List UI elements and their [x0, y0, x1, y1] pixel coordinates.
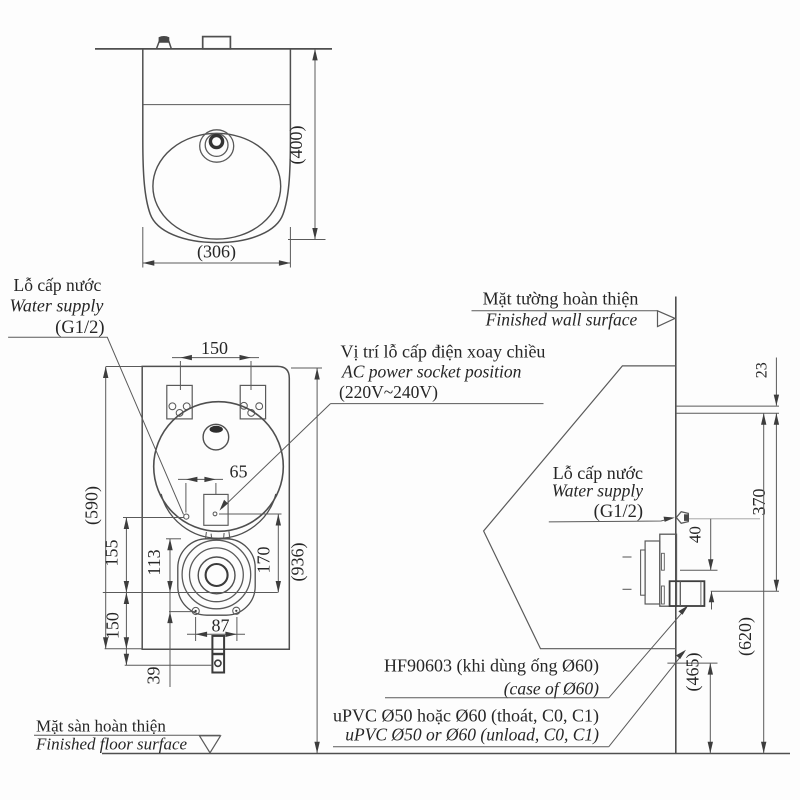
svg-text:(case of Ø60): (case of Ø60)	[504, 679, 599, 699]
svg-text:(620): (620)	[735, 617, 756, 656]
svg-text:(G1/2): (G1/2)	[55, 318, 104, 338]
svg-text:150: 150	[103, 612, 123, 639]
svg-text:Lỗ cấp nước: Lỗ cấp nước	[553, 463, 643, 483]
svg-text:87: 87	[212, 616, 230, 636]
svg-text:(400): (400)	[286, 126, 307, 165]
svg-text:370: 370	[749, 489, 769, 516]
svg-text:Mặt sàn hoàn thiện: Mặt sàn hoàn thiện	[36, 717, 166, 736]
svg-text:Mặt tường hoàn thiện: Mặt tường hoàn thiện	[483, 289, 639, 309]
svg-text:(306): (306)	[197, 242, 236, 263]
svg-text:23: 23	[754, 362, 771, 378]
svg-text:(936): (936)	[288, 543, 309, 582]
svg-text:65: 65	[230, 462, 248, 482]
svg-text:170: 170	[254, 547, 274, 574]
svg-text:(590): (590)	[82, 486, 103, 525]
svg-text:Finished floor surface: Finished floor surface	[35, 735, 188, 754]
svg-text:Finished wall surface: Finished wall surface	[485, 310, 638, 330]
svg-text:155: 155	[102, 540, 122, 567]
svg-text:150: 150	[201, 338, 228, 358]
svg-text:uPVC Ø50 hoặc Ø60 (thoát, C0,: uPVC Ø50 hoặc Ø60 (thoát, C0, C1)	[333, 706, 599, 727]
svg-text:Vị trí lỗ cấp điện xoay chiều: Vị trí lỗ cấp điện xoay chiều	[341, 342, 546, 362]
svg-text:(G1/2): (G1/2)	[594, 502, 643, 522]
svg-text:(465): (465)	[683, 653, 704, 692]
svg-text:(220V~240V): (220V~240V)	[339, 382, 438, 402]
svg-text:AC power socket position: AC power socket position	[341, 362, 522, 382]
svg-text:uPVC Ø50 or Ø60 (unload, C0, C: uPVC Ø50 or Ø60 (unload, C0, C1)	[345, 725, 599, 745]
svg-text:Lỗ cấp nước: Lỗ cấp nước	[14, 275, 102, 295]
svg-text:113: 113	[144, 549, 164, 575]
svg-text:HF90603 (khi dùng ống Ø60): HF90603 (khi dùng ống Ø60)	[384, 656, 599, 677]
svg-text:40: 40	[686, 526, 705, 543]
svg-text:39: 39	[144, 667, 164, 685]
svg-text:Water supply: Water supply	[552, 481, 643, 501]
svg-text:Water supply: Water supply	[10, 296, 104, 316]
